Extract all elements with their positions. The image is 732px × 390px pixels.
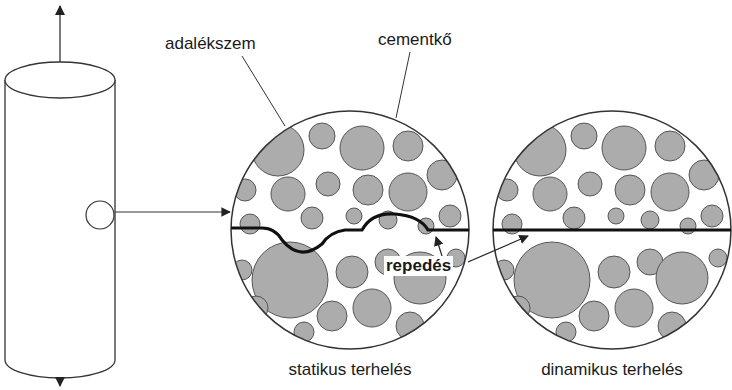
- aggregate-grain: [602, 126, 646, 170]
- detail-arrow: [115, 211, 230, 212]
- section-circle: [493, 111, 731, 349]
- aggregate-grain: [317, 301, 347, 331]
- aggregate-grain: [393, 131, 423, 161]
- aggregate-grain: [709, 249, 727, 267]
- aggregate-grain: [651, 173, 689, 211]
- aggregate-grain: [427, 160, 457, 190]
- crack-line: [493, 228, 731, 231]
- aggregate-grain: [680, 218, 696, 234]
- aggregate-grain: [389, 173, 427, 211]
- aggregate-grain: [309, 123, 335, 149]
- aggregate-grain: [641, 211, 659, 229]
- aggregate-grain: [563, 207, 585, 229]
- aggregate-grain: [655, 131, 685, 161]
- aggregate-grain: [336, 256, 368, 288]
- aggregate-grain: [240, 214, 260, 234]
- leader-arrow: [468, 236, 528, 262]
- aggregate-grain: [271, 177, 305, 211]
- crack-label: repedés: [384, 256, 453, 276]
- aggregate-grain: [608, 208, 624, 224]
- aggregate-grain: [689, 160, 719, 190]
- aggregate-grain: [340, 126, 384, 170]
- detail-circle: [86, 201, 114, 229]
- aggregate-grain: [514, 124, 566, 176]
- aggregate-grain: [301, 207, 323, 229]
- caption-label: statikus terhelés: [289, 360, 412, 380]
- leader-arrow: [436, 237, 442, 256]
- aggregate-grain: [353, 289, 391, 327]
- aggregate-grain: [346, 208, 362, 224]
- aggregate-grain: [439, 205, 461, 227]
- aggregate-grain: [571, 123, 597, 149]
- aggregate-group: [232, 123, 465, 342]
- aggregate-grain: [578, 172, 602, 196]
- aggregate-label: adalékszem: [165, 34, 256, 54]
- tension-arrow: [59, 6, 60, 62]
- aggregate-grain: [615, 175, 645, 205]
- caption-label: dinamikus terhelés: [541, 360, 683, 380]
- aggregate-grain: [598, 256, 630, 288]
- aggregate-grain: [615, 289, 653, 327]
- tension-arrow: [59, 378, 60, 386]
- aggregate-grain: [353, 175, 383, 205]
- aggregate-grain: [244, 296, 268, 320]
- aggregate-grain: [701, 205, 723, 227]
- aggregate-grain: [656, 252, 708, 304]
- specimen-cylinder: [5, 62, 115, 378]
- aggregate-grain: [506, 296, 530, 320]
- aggregate-grain: [316, 172, 340, 196]
- aggregate-group: [494, 123, 727, 342]
- aggregate-grain: [533, 177, 567, 211]
- leader-line: [396, 52, 410, 118]
- cement-stone-label: cementkő: [378, 30, 452, 50]
- leader-line: [242, 56, 285, 126]
- aggregate-grain: [579, 301, 609, 331]
- aggregate-grain: [252, 124, 304, 176]
- section-circle: [231, 111, 469, 349]
- crack-line: [231, 214, 469, 252]
